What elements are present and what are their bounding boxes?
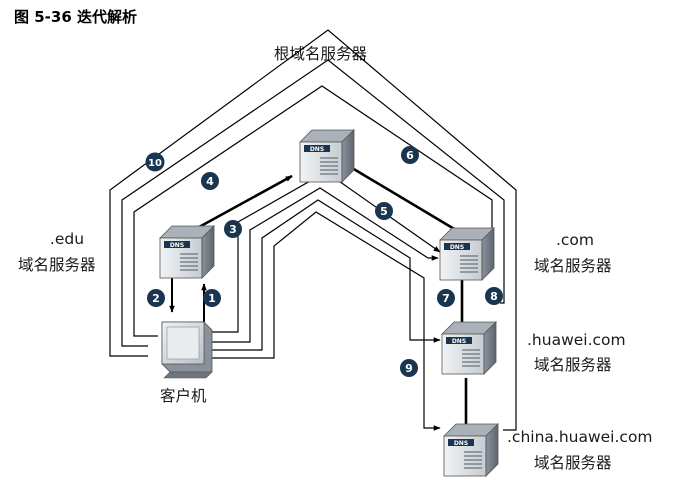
edu-server-label: 域名服务器	[18, 256, 96, 274]
svg-text:8: 8	[490, 290, 498, 303]
com-dns-badge: DNS	[450, 244, 464, 251]
com-dns-server: DNS	[439, 227, 495, 281]
client-computer-icon	[161, 321, 213, 379]
svg-text:5: 5	[380, 205, 388, 218]
svg-text:4: 4	[206, 175, 214, 188]
svg-text:10: 10	[148, 158, 162, 169]
china-dns-badge: DNS	[454, 440, 468, 447]
root-server-label: 根域名服务器	[274, 45, 368, 63]
edu-dns-server: DNS	[159, 225, 215, 279]
path-step-9	[212, 211, 441, 431]
svg-text:7: 7	[442, 292, 450, 305]
step-9-badge: 9	[400, 359, 418, 377]
root-dns-server: DNS	[299, 129, 355, 183]
path-step-5	[212, 187, 439, 343]
root-dns-badge: DNS	[310, 146, 324, 153]
svg-text:6: 6	[406, 149, 414, 162]
step-5-badge: 5	[375, 202, 393, 220]
path-step-4	[133, 85, 493, 337]
edu-domain-label: .edu	[49, 230, 85, 248]
path-step-3	[212, 171, 441, 333]
step-1-badge: 1	[203, 289, 221, 307]
svg-text:1: 1	[208, 292, 216, 305]
step-3-badge: 3	[224, 220, 242, 238]
edu-dns-badge: DNS	[170, 242, 184, 249]
svg-text:9: 9	[405, 362, 413, 375]
path-step-4-response	[121, 59, 505, 347]
svg-text:3: 3	[229, 223, 237, 236]
huawei-domain-label: .huawei.com	[527, 331, 626, 349]
edge-root-edu	[189, 174, 293, 234]
step-8-badge: 8	[485, 287, 503, 305]
path-step-10	[109, 29, 517, 431]
china-domain-label: .china.huawei.com	[507, 428, 653, 446]
path-step-6	[212, 199, 441, 351]
step-6-badge: 6	[401, 146, 419, 164]
step-10-badge: 10	[145, 152, 165, 172]
com-server-label: 域名服务器	[534, 257, 612, 275]
china-server-label: 域名服务器	[534, 454, 612, 472]
step-2-badge: 2	[147, 289, 165, 307]
com-domain-label: .com	[555, 231, 595, 249]
step-7-badge: 7	[437, 289, 455, 307]
huawei-server-label: 域名服务器	[534, 356, 612, 374]
huawei-dns-server: DNS	[441, 321, 497, 375]
edge-root-com	[351, 166, 467, 238]
china-dns-server: DNS	[443, 423, 499, 477]
client-label: 客户机	[160, 387, 207, 405]
step-4-badge: 4	[201, 172, 219, 190]
figure-caption: 图 5-36 迭代解析	[14, 8, 137, 26]
svg-text:2: 2	[152, 292, 160, 305]
huawei-dns-badge: DNS	[452, 338, 466, 345]
